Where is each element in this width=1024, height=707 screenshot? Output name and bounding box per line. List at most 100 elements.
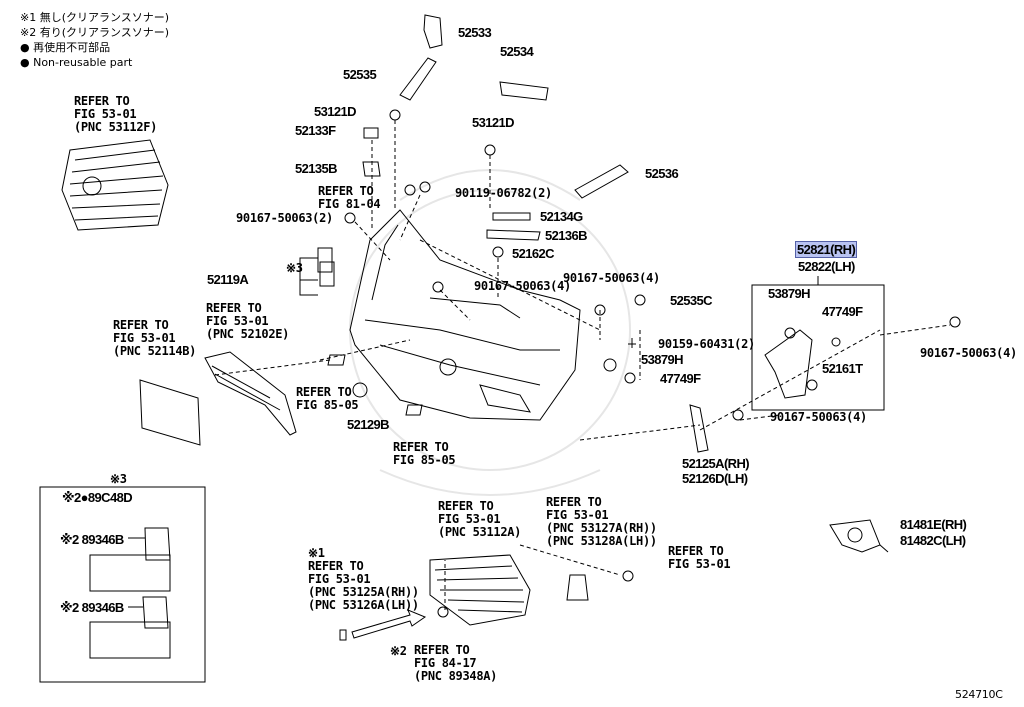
part-53121d-b[interactable]: 53121D (472, 115, 515, 130)
part-52129b[interactable]: 52129B (347, 417, 390, 432)
sonar-panel-b (89, 621, 171, 659)
bracket-52533 (423, 14, 443, 49)
screw-90167-4b (594, 304, 606, 316)
refer-85-05-a[interactable]: REFER TO FIG 85-05 (296, 385, 359, 412)
cover-85-05 (352, 382, 368, 398)
sensor-bracket-2 (319, 261, 335, 287)
part-52534[interactable]: 52534 (500, 44, 534, 59)
bolt-90119 (419, 181, 431, 193)
part-52822-lh[interactable]: 52822(LH) (798, 259, 855, 274)
clip-53125a (339, 629, 347, 641)
part-52536[interactable]: 52536 (645, 166, 679, 181)
refer-line: REFER TO (206, 301, 262, 315)
sensor-bracket-1 (317, 247, 333, 273)
legend-nonreusable-en: ● Non-reusable part (20, 56, 133, 69)
part-90159[interactable]: 90159-60431(2) (658, 337, 755, 351)
bracket-52535 (399, 57, 437, 101)
screw-47749f (624, 372, 636, 384)
refer-pnc: (PNC 52114B) (113, 344, 197, 358)
part-90167-4b[interactable]: 90167-50063(4) (563, 271, 660, 285)
part-47749f[interactable]: 47749F (660, 371, 701, 386)
refer-line: REFER TO (393, 440, 449, 454)
part-52136b[interactable]: 52136B (545, 228, 588, 243)
part-52161t[interactable]: 52161T (822, 361, 863, 376)
refer-line: REFER TO (296, 385, 352, 399)
figure-number: 524710C (955, 688, 1003, 701)
part-81482c-lh[interactable]: 81482C(LH) (900, 533, 966, 548)
part-90167-4d[interactable]: 90167-50063(4) (770, 410, 867, 424)
part-52134g[interactable]: 52134G (540, 209, 583, 224)
refer-line: FIG 53-01 (74, 107, 137, 121)
clip-52133f (363, 127, 379, 139)
part-53879h[interactable]: 53879H (641, 352, 684, 367)
part-52126d-lh[interactable]: 52126D(LH) (682, 471, 748, 486)
refer-81-04[interactable]: REFER TO FIG 81-04 (318, 185, 381, 211)
refer-line: FIG 53-01 (438, 512, 501, 526)
retainer-52534 (499, 81, 549, 101)
retainer-52136b (486, 229, 541, 241)
refer-pnc: (PNC 53128A(LH)) (546, 534, 657, 548)
part-52135b[interactable]: 52135B (295, 161, 338, 176)
bracket-53879h (603, 358, 617, 372)
part-52535[interactable]: 52535 (343, 67, 377, 82)
refer-53127a[interactable]: REFER TO FIG 53-01 (PNC 53127A(RH)) (PNC… (546, 496, 657, 548)
refer-53-01[interactable]: REFER TO FIG 53-01 (668, 545, 731, 571)
part-52133f[interactable]: 52133F (295, 123, 336, 138)
note3-side: ※3 (286, 261, 303, 275)
refer-line: FIG 85-05 (393, 453, 456, 467)
part-52821-rh[interactable]: 52821(RH) (794, 241, 858, 258)
part-52535c[interactable]: 52535C (670, 293, 713, 308)
refer-line: REFER TO (74, 94, 130, 108)
part-52125a-rh[interactable]: 52125A(RH) (682, 456, 750, 471)
bolt-90159 (628, 338, 636, 348)
part-90167-4a[interactable]: 90167-50063(4) (474, 279, 571, 293)
refer-line: FIG 53-01 (668, 557, 731, 571)
refer-pnc: (PNC 53125A(RH)) (308, 585, 419, 599)
watermark (349, 169, 631, 496)
retainer-52134g (492, 212, 531, 221)
part-52821-highlight[interactable]: 52821(RH) (794, 241, 858, 258)
refer-53112f[interactable]: REFER TO FIG 53-01 (PNC 53112F) (74, 95, 157, 134)
lower-grille-part (429, 554, 531, 626)
part-89c48d[interactable]: ※2●89C48D (62, 490, 133, 505)
part-47749f-box[interactable]: 47749F (822, 304, 863, 319)
part-90119[interactable]: 90119-06782(2) (455, 186, 552, 200)
refer-line: REFER TO (308, 559, 364, 573)
refer-line: FIG 53-01 (113, 331, 176, 345)
part-52162c[interactable]: 52162C (512, 246, 555, 261)
clip-53121d-b (484, 144, 496, 156)
part-81481e-rh[interactable]: 81481E(RH) (900, 517, 967, 532)
refer-pnc: (PNC 53112A) (438, 525, 522, 539)
legend-nonreusable-jp: ● 再使用不可部品 (20, 41, 111, 54)
sonar-panel-a (89, 554, 171, 592)
refer-53112a[interactable]: REFER TO FIG 53-01 (PNC 53112A) (438, 500, 521, 539)
screw-90167-4c (732, 409, 744, 421)
screw-90167-2 (344, 212, 356, 224)
bracket-52536 (574, 164, 629, 199)
refer-line: REFER TO (438, 499, 494, 513)
part-90167-4c[interactable]: 90167-50063(4) (920, 346, 1017, 360)
part-89346b-b[interactable]: ※2 89346B (60, 600, 124, 615)
refer-52102e[interactable]: REFER TO FIG 53-01 (PNC 52102E) (206, 302, 289, 341)
clip-52162c (492, 246, 504, 258)
screw-90167-4a (432, 281, 444, 293)
refer-53125a[interactable]: REFER TO FIG 53-01 (PNC 53125A(RH)) (PNC… (308, 560, 419, 612)
part-53121d-a[interactable]: 53121D (314, 104, 357, 119)
lower-molding-52102e (204, 351, 297, 436)
refer-85-05-b[interactable]: REFER TO FIG 85-05 (393, 440, 456, 467)
part-52533[interactable]: 52533 (458, 25, 492, 40)
part-53879h-box[interactable]: 53879H (768, 286, 811, 301)
refer-line: FIG 84-17 (414, 656, 477, 670)
legend-note1: ※1 無し(クリアランスソナー) (20, 11, 170, 24)
refer-52114b[interactable]: REFER TO FIG 53-01 (PNC 52114B) (113, 319, 196, 358)
refer-line: FIG 53-01 (206, 314, 269, 328)
cap-52129b (405, 404, 423, 416)
part-52119a[interactable]: 52119A (207, 272, 249, 287)
refer-89348a[interactable]: REFER TO FIG 84-17 (PNC 89348A) (414, 644, 497, 683)
part-89346b-a[interactable]: ※2 89346B (60, 532, 124, 547)
part-90167-2[interactable]: 90167-50063(2) (236, 211, 333, 225)
front-bumper-cover (349, 209, 581, 421)
retainer-52125a (689, 404, 709, 453)
